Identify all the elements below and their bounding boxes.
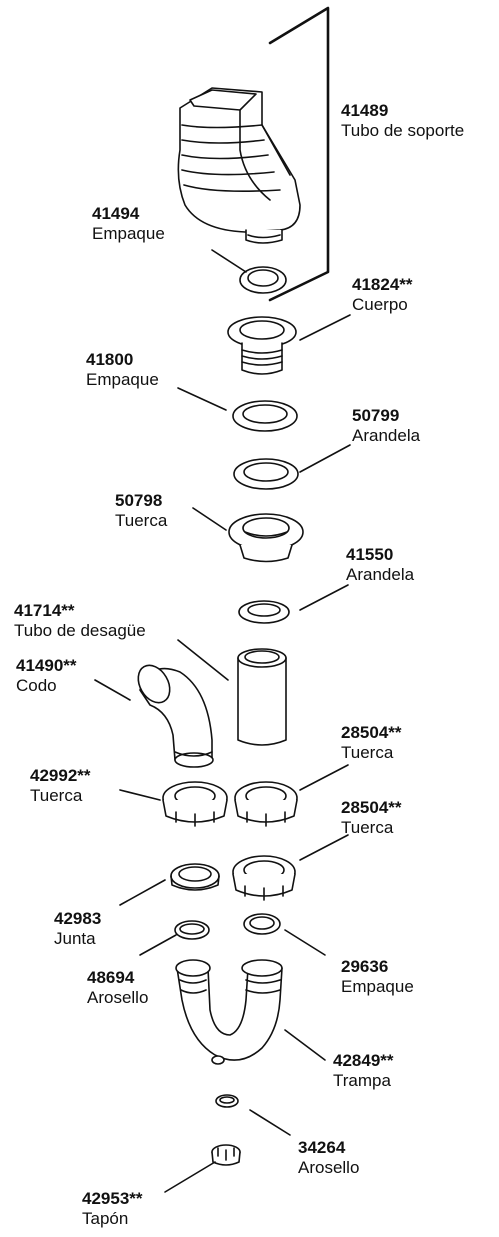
part-number: 42849**: [333, 1051, 394, 1070]
part-number: 42992**: [30, 766, 91, 785]
leader-line-41550: [299, 584, 349, 611]
part-number: 41714**: [14, 601, 75, 620]
label-41824: 41824** Cuerpo: [352, 275, 413, 315]
leader-line-42953: [164, 1161, 216, 1193]
gasket-41800-part: [232, 400, 298, 432]
washer-50799-part: [233, 458, 299, 490]
part-number: 28504**: [341, 798, 402, 817]
part-number: 42953**: [82, 1189, 143, 1208]
oring-48694-part: [174, 920, 210, 940]
support-tube-part: [177, 87, 301, 244]
body-41824-part: [227, 316, 297, 375]
leader-line-42992: [119, 789, 161, 801]
label-41489: 41489 Tubo de soporte: [341, 101, 464, 141]
part-number: 41489: [341, 101, 389, 120]
part-name: Arosello: [87, 988, 149, 1008]
nut-28504-lower-part: [232, 855, 296, 901]
oring-34264-part: [215, 1094, 239, 1108]
part-number: 41490**: [16, 656, 77, 675]
part-name: Arandela: [346, 565, 415, 585]
label-29636: 29636 Empaque: [341, 957, 414, 997]
seal-42983-part: [170, 863, 220, 891]
nut-42992-part: [162, 781, 228, 827]
label-42983: 42983 Junta: [54, 909, 101, 949]
part-name: Arandela: [352, 426, 421, 446]
part-name: Tuerca: [341, 818, 394, 838]
plug-part: [211, 1144, 241, 1166]
nut-50798-part: [228, 513, 304, 563]
washer-41550-part: [238, 600, 290, 624]
label-34264: 34264 Arosello: [298, 1138, 359, 1178]
trap-part: [175, 959, 283, 1065]
part-number: 42983: [54, 909, 102, 928]
part-name: Tapón: [82, 1209, 129, 1229]
label-42849: 42849** Trampa: [333, 1051, 394, 1091]
leader-line-50799: [299, 444, 351, 473]
label-42953: 42953** Tapón: [82, 1189, 143, 1229]
leader-line-42983: [119, 879, 166, 906]
part-name: Empaque: [92, 224, 165, 244]
part-number: 41824**: [352, 275, 413, 294]
part-name: Codo: [16, 676, 57, 696]
label-41494: 41494 Empaque: [92, 204, 165, 244]
part-name: Trampa: [333, 1071, 391, 1091]
leader-line-28504-lower: [299, 834, 349, 861]
part-name: Empaque: [86, 370, 159, 390]
leader-line-29636: [284, 929, 326, 956]
part-name: Tubo de soporte: [341, 121, 465, 141]
gasket-29636-part: [243, 913, 281, 935]
part-number: 41800: [86, 350, 134, 369]
leader-line-41494: [211, 249, 247, 273]
nut-28504-upper-part: [234, 781, 298, 827]
drain-pipe-part: [237, 648, 287, 746]
part-number: 34264: [298, 1138, 346, 1157]
leader-line-28504-upper: [299, 764, 349, 791]
label-50798: 50798 Tuerca: [115, 491, 167, 531]
part-name: Tubo de desagüe: [14, 621, 146, 641]
leader-line-41490: [94, 679, 131, 701]
leader-line-41714: [177, 639, 229, 681]
support-frame-line: [268, 6, 330, 302]
label-41550: 41550 Arandela: [346, 545, 414, 585]
label-41714: 41714** Tubo de desagüe: [14, 601, 146, 641]
part-name: Arosello: [298, 1158, 360, 1178]
leader-line-50798: [192, 507, 227, 531]
label-48694: 48694 Arosello: [87, 968, 148, 1008]
part-number: 50799: [352, 406, 400, 425]
part-number: 28504**: [341, 723, 402, 742]
leader-line-34264: [249, 1109, 291, 1136]
label-28504-lower: 28504** Tuerca: [341, 798, 402, 838]
label-41490: 41490** Codo: [16, 656, 77, 696]
part-name: Cuerpo: [352, 295, 408, 315]
part-name: Tuerca: [115, 511, 168, 531]
part-number: 41494: [92, 204, 140, 223]
leader-line-42849: [284, 1029, 326, 1061]
part-name: Tuerca: [341, 743, 394, 763]
part-number: 41550: [346, 545, 394, 564]
gasket-41494-part: [239, 266, 287, 294]
leader-line-41800: [177, 387, 227, 411]
part-number: 50798: [115, 491, 163, 510]
part-name: Tuerca: [30, 786, 83, 806]
label-28504-upper: 28504** Tuerca: [341, 723, 402, 763]
label-50799: 50799 Arandela: [352, 406, 420, 446]
part-number: 48694: [87, 968, 135, 987]
part-name: Empaque: [341, 977, 414, 997]
leader-line-41824: [299, 314, 351, 341]
part-name: Junta: [54, 929, 96, 949]
elbow-part: [137, 664, 214, 768]
part-number: 29636: [341, 957, 389, 976]
leader-line-48694: [139, 934, 177, 956]
label-41800: 41800 Empaque: [86, 350, 159, 390]
label-42992: 42992** Tuerca: [30, 766, 91, 806]
